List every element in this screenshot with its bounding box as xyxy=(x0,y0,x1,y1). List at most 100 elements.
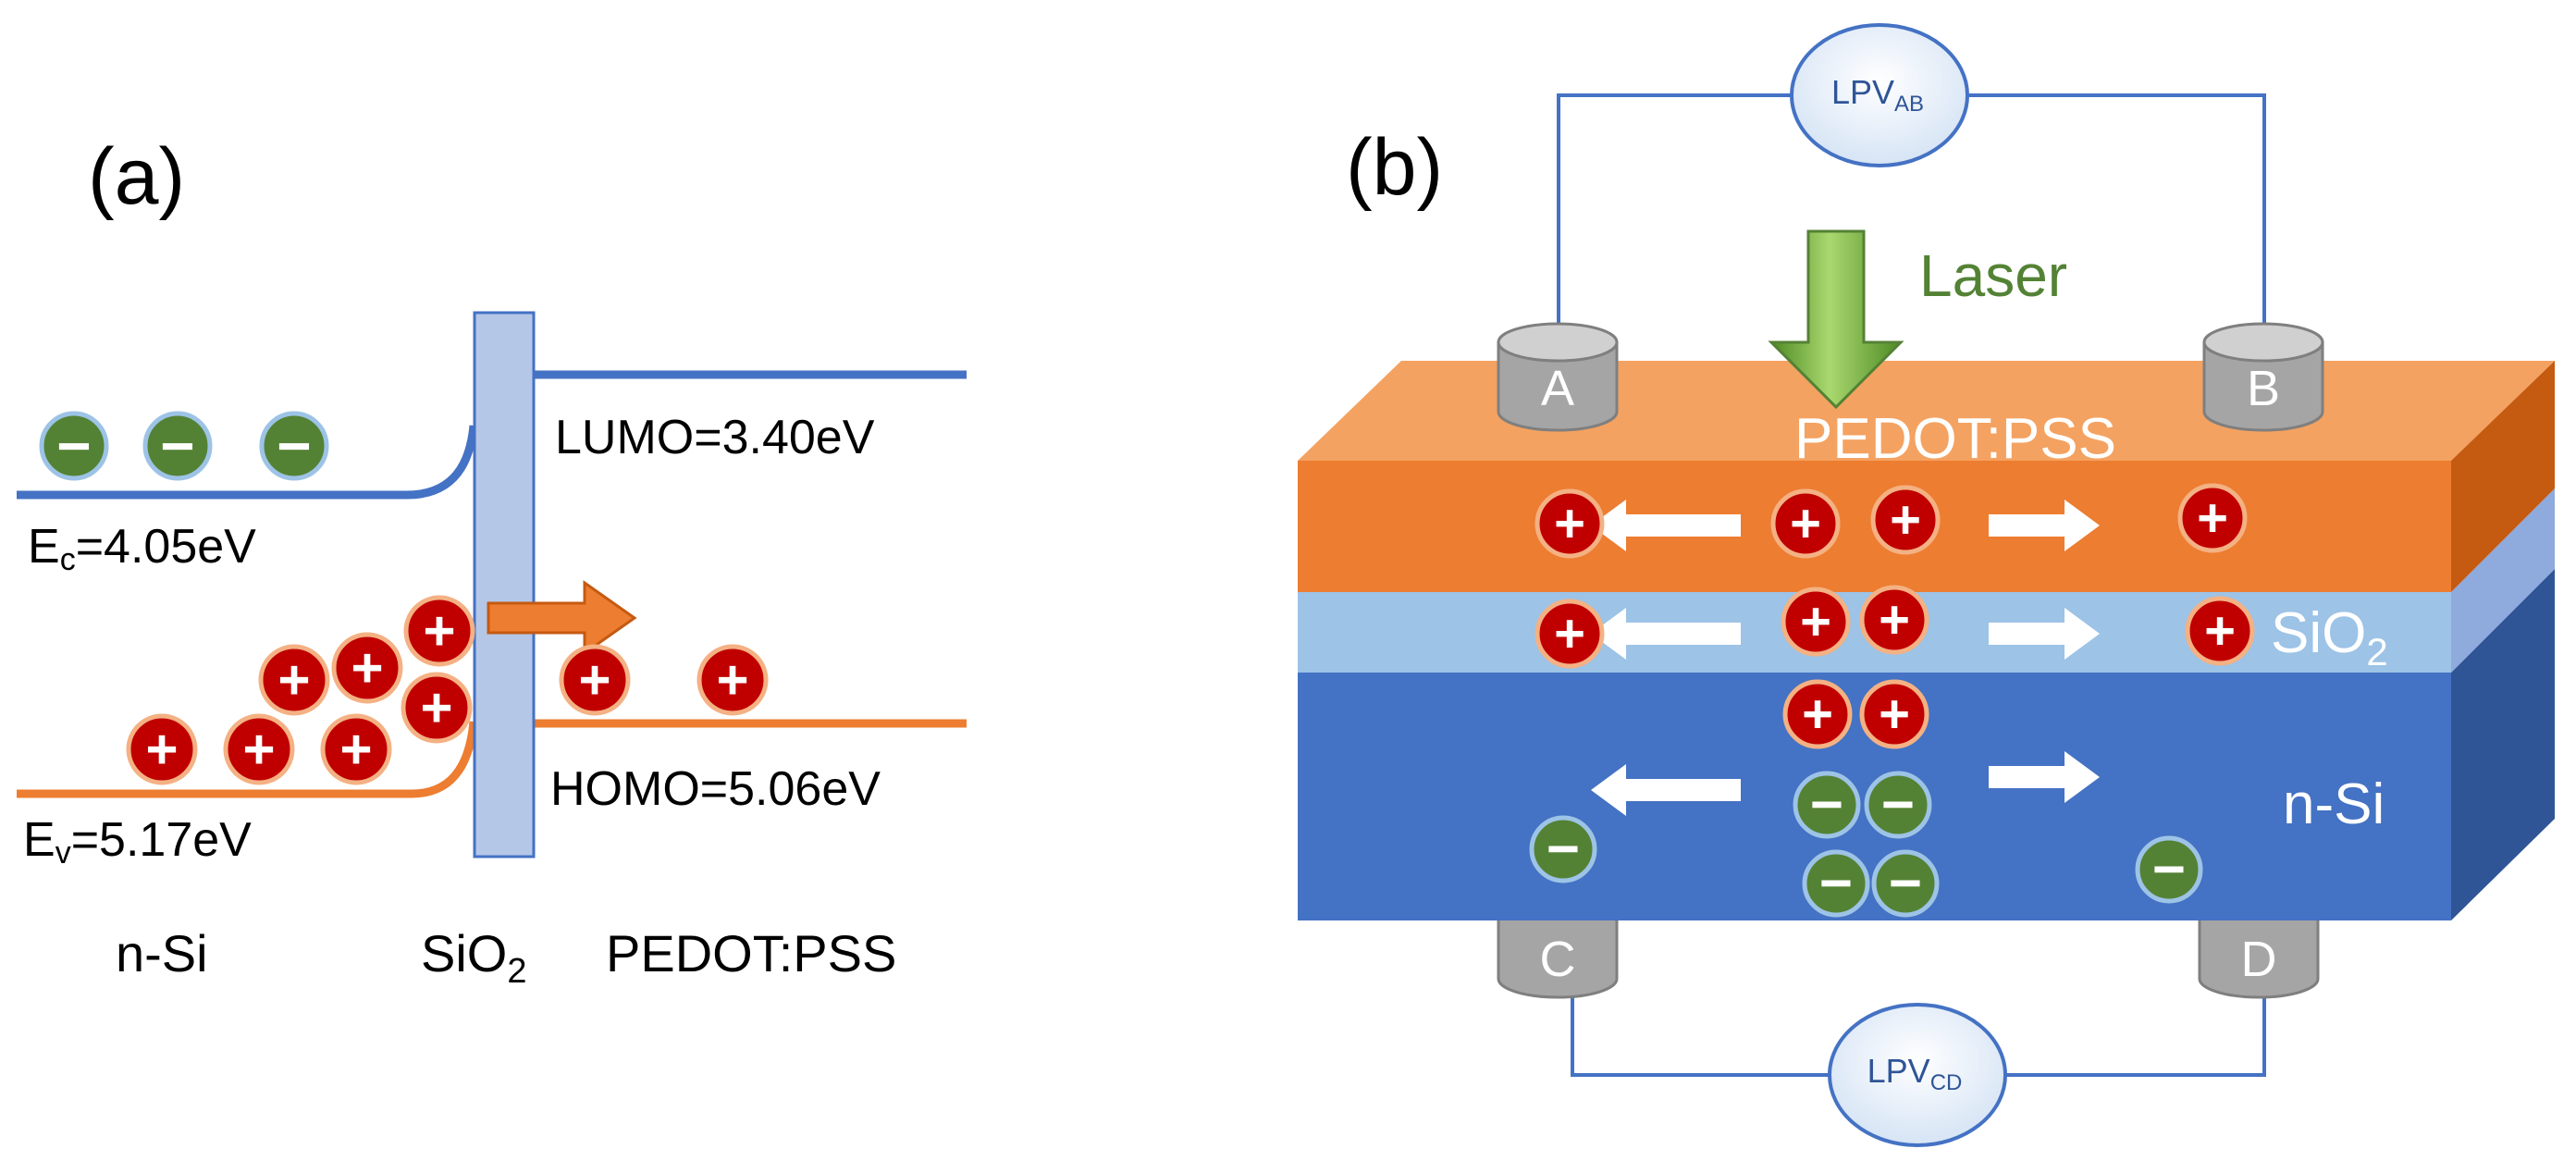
svg-text:+: + xyxy=(339,719,372,781)
svg-text:−: − xyxy=(160,413,194,479)
hole: + xyxy=(1870,485,1941,555)
sio2-layer-label: SiO2 xyxy=(2271,601,2388,673)
electron-group-b: − − − − − − xyxy=(1529,771,2203,918)
electron: − xyxy=(1793,771,1861,839)
right-arrow xyxy=(1989,608,2100,660)
svg-text:−: − xyxy=(56,413,91,479)
panel-a-label: (a) xyxy=(88,132,185,221)
ec-label: Ec=4.05eV xyxy=(28,520,256,577)
svg-text:−: − xyxy=(277,413,311,479)
hole: + xyxy=(2177,483,2248,553)
right-arrow xyxy=(1989,751,2100,803)
electrode-c: C xyxy=(1497,909,1619,999)
hole: + xyxy=(258,644,330,716)
svg-text:+: + xyxy=(1879,685,1910,745)
electron: − xyxy=(1871,849,1940,918)
laser-arrow xyxy=(1768,229,1904,410)
svg-text:+: + xyxy=(2204,601,2236,661)
svg-text:A: A xyxy=(1541,361,1574,416)
sio2-layer-side xyxy=(2451,488,2555,673)
hole-transfer-arrow xyxy=(487,580,637,656)
svg-text:+: + xyxy=(1554,604,1585,664)
hole: + xyxy=(126,713,198,785)
svg-text:D: D xyxy=(2241,932,2277,987)
svg-text:+: + xyxy=(277,649,310,711)
conduction-band-nsi xyxy=(17,425,478,500)
svg-text:C: C xyxy=(1540,932,1576,987)
hole: + xyxy=(1859,585,1929,655)
hole: + xyxy=(403,595,475,667)
hole: + xyxy=(331,632,403,704)
hole: + xyxy=(1782,679,1853,749)
svg-text:−: − xyxy=(1881,773,1915,837)
hole: + xyxy=(223,713,295,785)
hole: + xyxy=(559,644,631,716)
ev-label: Ev=5.17eV xyxy=(23,813,252,871)
svg-text:+: + xyxy=(716,649,748,711)
svg-text:+: + xyxy=(420,677,452,739)
panel-b: (b) LPVAB LPVCD C D xyxy=(1298,23,2555,1147)
electron: − xyxy=(2135,835,2203,904)
lumo-label: LUMO=3.40eV xyxy=(555,411,875,464)
right-arrow xyxy=(1989,500,2100,551)
svg-text:−: − xyxy=(1889,852,1922,916)
svg-text:LPVAB: LPVAB xyxy=(1831,73,1924,117)
electron: − xyxy=(1802,849,1870,918)
svg-text:+: + xyxy=(578,649,610,711)
electrode-a: A xyxy=(1497,322,1619,432)
svg-text:−: − xyxy=(2152,838,2186,902)
meter-lpv-ab: LPVAB xyxy=(1790,23,1969,167)
electrode-b: B xyxy=(2202,322,2324,432)
sio2-barrier xyxy=(473,311,536,858)
electron: − xyxy=(39,411,109,481)
hole: + xyxy=(2185,596,2255,666)
hole: + xyxy=(696,644,769,716)
hole: + xyxy=(320,713,392,785)
left-arrow xyxy=(1591,500,1741,551)
flow-arrows xyxy=(1591,500,2100,816)
svg-text:+: + xyxy=(1890,490,1921,550)
svg-text:LPVCD: LPVCD xyxy=(1867,1052,1963,1095)
left-arrow xyxy=(1591,764,1741,816)
svg-text:+: + xyxy=(145,719,178,781)
left-arrow xyxy=(1591,608,1741,660)
hole-group-b: + + + + + + + + + + xyxy=(1535,483,2255,749)
electron: − xyxy=(1529,815,1597,883)
meter-lpv-cd: LPVCD xyxy=(1828,1003,2007,1147)
hole: + xyxy=(401,672,473,744)
hole: + xyxy=(1535,599,1605,669)
pedot-layer-label: PEDOT:PSS xyxy=(1794,407,2116,471)
svg-text:+: + xyxy=(1790,494,1821,554)
valence-band-nsi xyxy=(17,721,478,798)
laser-label: Laser xyxy=(1919,242,2067,309)
hole: + xyxy=(1781,587,1851,657)
svg-text:−: − xyxy=(1810,773,1843,837)
svg-text:+: + xyxy=(1802,685,1833,745)
svg-text:+: + xyxy=(1800,592,1831,652)
hole: + xyxy=(1859,679,1929,749)
svg-text:+: + xyxy=(1879,590,1910,650)
electron-group: − − − xyxy=(39,411,329,481)
electron: − xyxy=(1864,771,1932,839)
hole-group: + + + + + + + + + xyxy=(126,595,769,785)
electrode-d: D xyxy=(2198,909,2320,999)
hole: + xyxy=(1770,488,1841,559)
electron: − xyxy=(142,411,213,481)
panel-a: (a) − − − + + + + + + + + + Ec=4.05eV xyxy=(17,132,967,991)
electron: − xyxy=(259,411,329,481)
wire-cd xyxy=(1571,990,2266,1077)
svg-text:+: + xyxy=(351,637,383,699)
svg-text:+: + xyxy=(423,600,455,662)
layer-label-sio2: SiO2 xyxy=(421,924,527,991)
svg-text:+: + xyxy=(2197,488,2228,549)
wire-ab xyxy=(1557,93,2266,342)
nsi-layer-side xyxy=(2451,569,2555,920)
homo-label: HOMO=5.06eV xyxy=(550,762,881,816)
nsi-layer-label: n-Si xyxy=(2283,772,2385,836)
svg-text:−: − xyxy=(1547,818,1580,882)
layer-label-pedot: PEDOT:PSS xyxy=(606,924,896,982)
hole: + xyxy=(1535,488,1605,559)
svg-text:−: − xyxy=(1819,852,1853,916)
panel-b-label: (b) xyxy=(1346,123,1443,212)
